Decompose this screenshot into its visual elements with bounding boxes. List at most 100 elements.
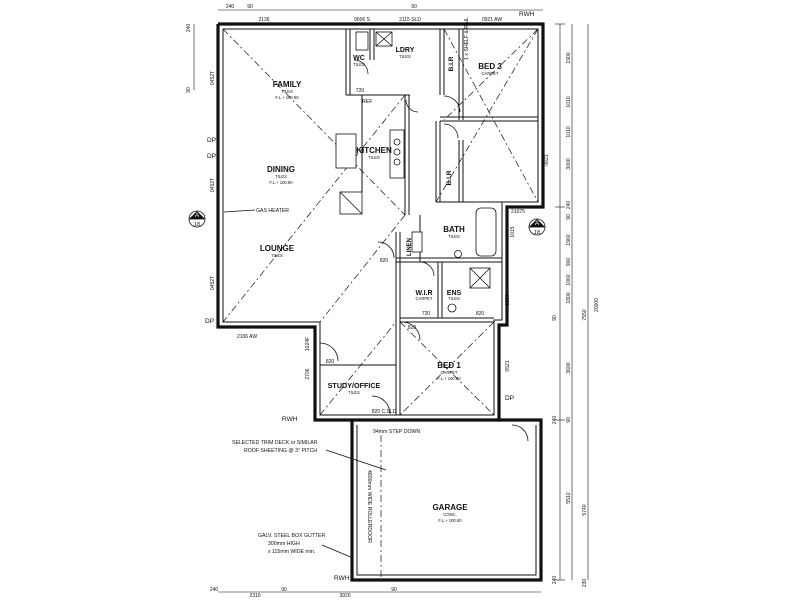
opening-left-1: 0452T — [210, 71, 216, 85]
note-rwh-mid: RWH — [282, 416, 298, 423]
dim-bottom-3: 90 — [281, 587, 287, 593]
dimension-texts: 240 90 90 1900 1010 1010 3000 240 90 196… — [186, 4, 600, 599]
note-gas-heater: GAS HEATER — [256, 208, 289, 214]
room-bed1: BED 1 CARPET F.L.+ 100.90 — [437, 361, 461, 381]
note-roof-1: SELECTED TRIM DECK or SIMILAR — [232, 440, 318, 446]
bath-tub — [475, 207, 497, 257]
room-study: STUDY/OFFICE TILES — [328, 381, 381, 395]
section-left-num: 18 — [194, 222, 200, 228]
note-rwh-top: RWH — [519, 11, 535, 18]
opening-top-1: 2136 — [258, 17, 269, 23]
note-dp-2: DP — [207, 153, 216, 160]
dim-right-4: 3000 — [566, 158, 572, 169]
note-gutter-3: x 115mm WIDE min. — [268, 549, 315, 555]
note-gutter-2: 300mm HIGH — [268, 541, 300, 547]
room-bir2-name: B.I.R — [446, 170, 453, 185]
door-820b: 820 — [326, 359, 335, 365]
dim-right-16: 240 — [552, 576, 558, 585]
opening-top-2: 0606 S — [354, 17, 371, 23]
door-swings — [319, 59, 529, 442]
note-dp-4: DP — [505, 395, 514, 402]
note-gutter-1: GALV. STEEL BOX GUTTER — [258, 533, 326, 539]
interior-walls — [320, 29, 538, 415]
room-ens-name: ENS — [447, 290, 462, 297]
room-dining: DINING TILES F.L.+ 100.90 — [267, 165, 295, 185]
room-bed1-finish: CARPET — [441, 370, 458, 375]
dim-right-2: 1010 — [566, 96, 572, 107]
door-820a: 820 — [380, 258, 389, 264]
room-garage-name: GARAGE — [432, 503, 468, 512]
dim-right-6: 90 — [566, 214, 572, 220]
room-dining-finish: TILES — [275, 174, 287, 179]
room-dining-name: DINING — [267, 165, 295, 174]
dim-right-1: 1900 — [566, 52, 572, 63]
room-study-name: STUDY/OFFICE — [328, 381, 381, 390]
opening-top-3: 2115 SLD — [399, 17, 421, 23]
section-marker-left: A 18 — [188, 210, 206, 228]
dim-left-2: 90 — [186, 87, 192, 93]
room-wc-name: WC — [353, 55, 365, 62]
dim-bottom-5: 90 — [391, 587, 397, 593]
opening-bath-right: 1015 — [510, 226, 516, 237]
section-left-letter: A — [195, 212, 200, 219]
opening-lounge-bottom: 2106 AW — [237, 334, 257, 340]
linen-shelves — [411, 231, 423, 253]
room-bed3-finish: CARPET — [482, 71, 499, 76]
room-ens-finish: TILES — [448, 296, 460, 301]
room-bed3: BED 3 CARPET — [478, 62, 502, 76]
dim-top-2: 90 — [247, 4, 253, 10]
room-wir-name: W.I.R — [415, 290, 432, 297]
room-bed1-name: BED 1 — [437, 361, 461, 370]
dim-right-13: 240 — [552, 416, 558, 425]
dim-right-11: 90 — [552, 315, 558, 321]
opening-bed3-right: 0621 — [544, 154, 550, 165]
kitchen-island — [335, 133, 357, 169]
room-bath-finish: TILES — [448, 234, 460, 239]
room-bath: BATH TILES — [443, 225, 465, 239]
dim-bottom-1: 240 — [210, 587, 219, 593]
note-dp-1: DP — [207, 137, 216, 144]
dim-outer-3: 5740 — [582, 504, 588, 515]
note-roof-2: ROOF SHEETING @ 3° PITCH — [244, 448, 317, 454]
room-ens: ENS TILES — [447, 290, 462, 301]
room-garage-finish: CONC. — [443, 512, 457, 517]
room-lounge-name: LOUNGE — [260, 244, 295, 253]
dim-top-1: 240 — [226, 4, 235, 10]
room-garage-fl: F.L.+ 100.60 — [438, 518, 462, 523]
dim-right-8: 900 — [566, 258, 572, 267]
room-bath-name: BATH — [443, 225, 465, 234]
dim-right-15: 5510 — [566, 492, 572, 503]
dim-right-14: 90 — [566, 417, 572, 423]
room-kitchen-finish: TILES — [368, 155, 380, 160]
note-rollerdoor: 4800mm WIDE ROLLERDOOR — [366, 470, 372, 543]
opening-wir-right: 1806 — [505, 294, 511, 305]
note-shelf: 1 x SHELF & RAIL — [464, 17, 470, 60]
opening-bath-top: 21075 — [511, 209, 525, 215]
dim-right-5: 240 — [566, 201, 572, 210]
opening-study-left2: 2706 — [305, 368, 311, 379]
room-lounge-finish: TILES — [271, 253, 283, 258]
room-ldry-name: LDRY — [396, 47, 415, 54]
garage-walls — [350, 418, 543, 582]
dim-top-3: 90 — [411, 4, 417, 10]
room-family-fl: F.L.+ 100.90 — [275, 95, 299, 100]
dim-left-1: 240 — [186, 24, 192, 33]
room-bed1-fl: F.L.+ 100.90 — [437, 376, 461, 381]
dim-outer-1: 7550 — [582, 309, 588, 320]
room-garage: GARAGE CONC. F.L.+ 100.60 — [432, 503, 468, 523]
room-wc-finish: TILES — [353, 62, 365, 67]
dim-right-7: 1960 — [566, 234, 572, 245]
room-wir-finish: CARPET — [416, 296, 433, 301]
opening-codes: 2136 0606 S 2115 SLD 0921 AW 0452T 0452T… — [210, 17, 550, 415]
dim-bottom-4: 3920 — [339, 593, 350, 599]
room-kitchen-name: KITCHEN — [356, 146, 392, 155]
note-rwh-bottom: RWH — [334, 575, 350, 582]
dim-right-10: 1800 — [566, 292, 572, 303]
door-csld: 820 C.SLD — [372, 409, 397, 415]
room-ldry: LDRY TILES — [396, 47, 415, 59]
room-bed3-name: BED 3 — [478, 62, 502, 71]
note-dp-3: DP — [205, 318, 214, 325]
room-lounge: LOUNGE TILES — [260, 244, 295, 258]
room-wir: W.I.R CARPET — [415, 290, 432, 301]
